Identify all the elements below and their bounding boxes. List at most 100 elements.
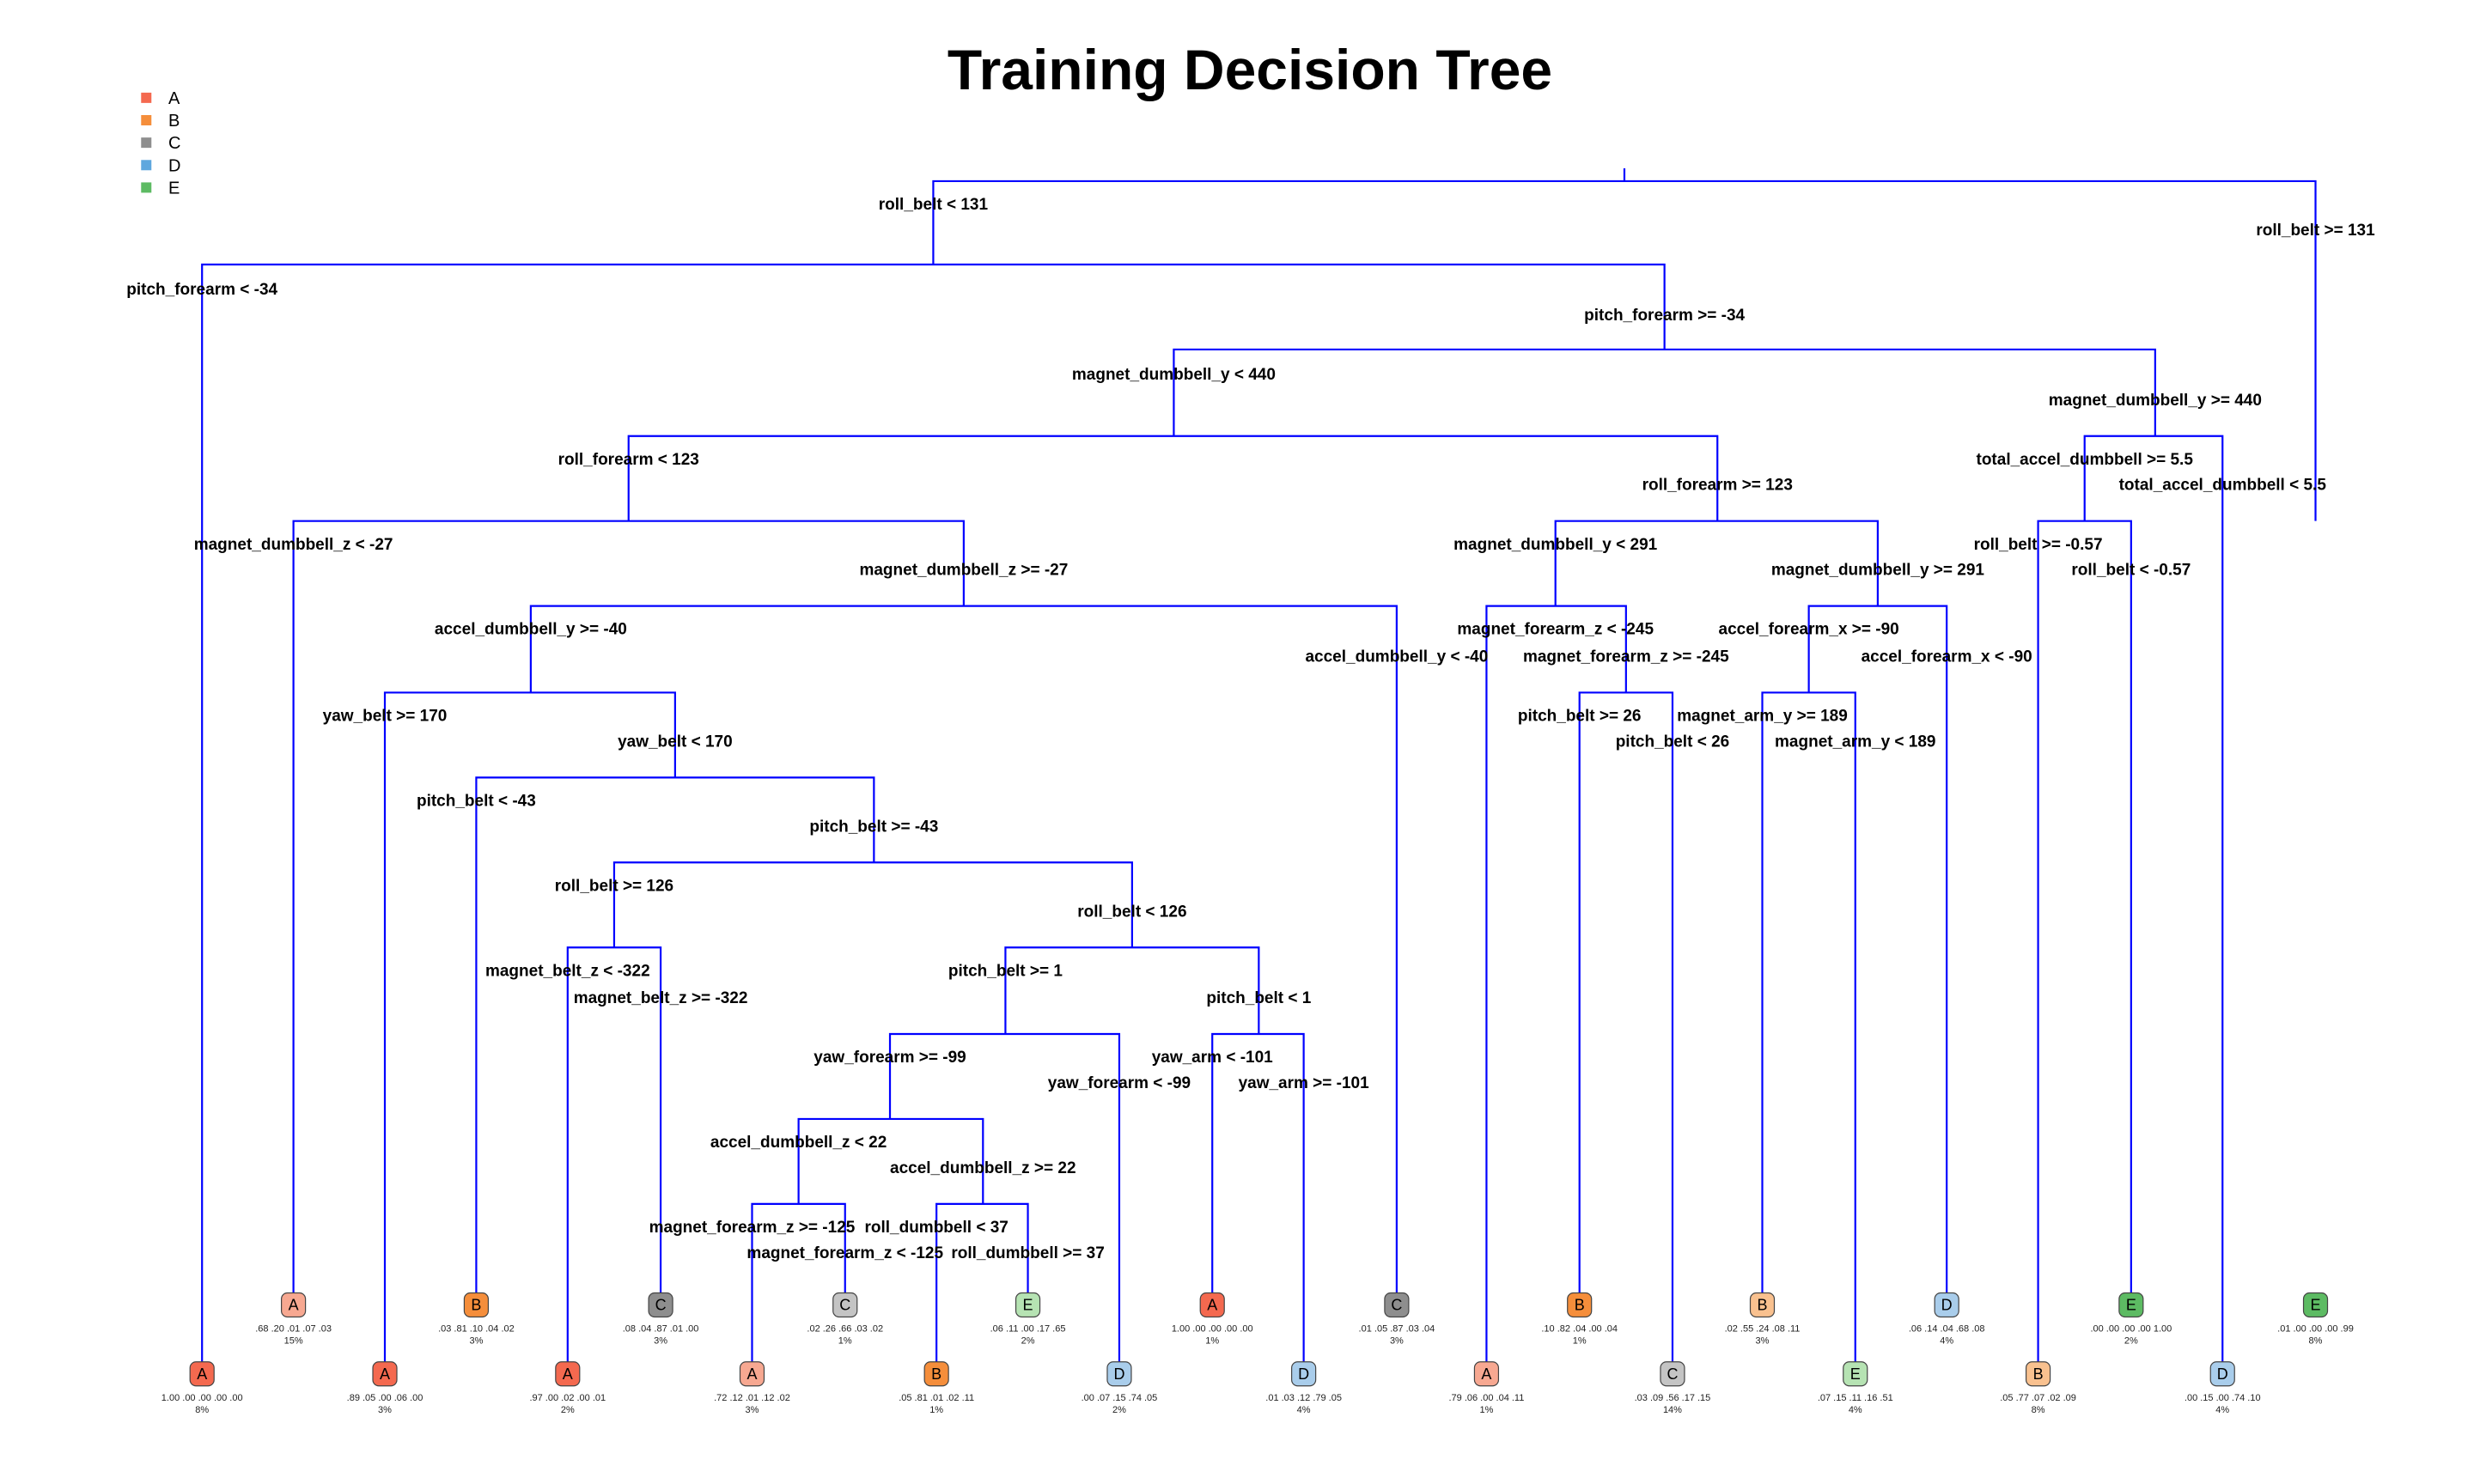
leaf-probabilities: .08 .04 .87 .01 .00 — [623, 1323, 699, 1334]
split-label-5: magnet_dumbbell_y >= 440 — [2049, 392, 2262, 410]
leaf-probabilities: .06 .14 .04 .68 .08 — [1909, 1323, 1985, 1334]
split-label-6: roll_forearm < 123 — [558, 451, 699, 469]
split-label-30: roll_belt >= 126 — [555, 877, 673, 895]
leaf-probabilities: .02 .55 .24 .08 .11 — [1725, 1323, 1801, 1334]
leaf-box — [832, 1292, 858, 1318]
tree-edge-12 — [1578, 691, 1674, 1371]
split-label-39: yaw_arm >= -101 — [1239, 1074, 1370, 1092]
tree-edge-19 — [1211, 1032, 1305, 1371]
leaf-percentage: 1% — [1479, 1405, 1493, 1415]
leaf-class: C — [839, 1296, 850, 1313]
tree-edge-8 — [529, 605, 1398, 1296]
leaf-box — [1934, 1292, 1959, 1318]
split-label-17: accel_dumbbell_y < -40 — [1305, 648, 1488, 666]
split-label-34: pitch_belt >= 1 — [948, 962, 1063, 980]
tree-edge-15 — [612, 861, 1133, 948]
leaf-percentage: 3% — [1756, 1335, 1770, 1346]
leaf-probabilities: .72 .12 .01 .12 .02 — [714, 1393, 790, 1403]
leaf-percentage: 1% — [838, 1335, 852, 1346]
leaf-percentage: 4% — [1940, 1335, 1953, 1346]
split-label-13: magnet_dumbbell_y >= 291 — [1771, 562, 1985, 580]
leaf-node-5: C.08 .04 .87 .01 .003% — [623, 1292, 699, 1346]
tree-edge-10 — [1807, 605, 1948, 1296]
leaf-probabilities: .00 .00 .00 .00 1.00 — [2090, 1323, 2172, 1334]
leaf-node-2: A.89 .05 .00 .06 .003% — [347, 1361, 423, 1415]
leaf-class: D — [1113, 1365, 1124, 1383]
leaf-node-22: D.00 .15 .00 .74 .104% — [2185, 1361, 2261, 1415]
legend-label-e: E — [168, 179, 180, 198]
split-label-38: yaw_arm < -101 — [1152, 1049, 1273, 1067]
tree-edge-2 — [1173, 348, 2156, 436]
leaf-box — [189, 1361, 215, 1387]
legend-label-a: A — [168, 89, 180, 108]
leaf-percentage: 14% — [1663, 1405, 1682, 1415]
split-label-25: pitch_belt < 26 — [1616, 733, 1730, 751]
leaf-probabilities: .01 .00 .00 .00 .99 — [2277, 1323, 2354, 1334]
split-label-40: accel_dumbbell_z < 22 — [710, 1134, 887, 1152]
leaf-box — [923, 1361, 949, 1387]
split-label-12: magnet_dumbbell_y < 291 — [1453, 536, 1657, 554]
leaf-class: D — [2217, 1365, 2228, 1383]
tree-edge-16 — [566, 946, 662, 1371]
split-label-42: magnet_forearm_z >= -125 — [649, 1219, 856, 1237]
split-label-19: magnet_forearm_z >= -245 — [1523, 648, 1729, 666]
split-label-8: total_accel_dumbbell >= 5.5 — [1977, 451, 2194, 469]
split-label-45: roll_dumbbell >= 37 — [951, 1244, 1104, 1262]
legend-swatch-e — [141, 182, 152, 193]
leaf-percentage: 4% — [1849, 1405, 1862, 1415]
legend-swatch-c — [141, 137, 152, 149]
leaf-box — [1106, 1361, 1132, 1387]
leaf-percentage: 3% — [654, 1335, 667, 1346]
leaf-probabilities: .03 .81 .10 .04 .02 — [438, 1323, 515, 1334]
leaf-box — [2209, 1361, 2235, 1387]
tree-edge-7 — [2037, 520, 2132, 1371]
leaf-probabilities: .00 .15 .00 .74 .10 — [2185, 1393, 2261, 1403]
split-label-35: pitch_belt < 1 — [1206, 989, 1311, 1007]
diagram-title: Training Decision Tree — [948, 38, 1552, 101]
split-label-11: magnet_dumbbell_z >= -27 — [859, 562, 1068, 580]
leaf-class: C — [1391, 1296, 1402, 1313]
legend-swatch-a — [141, 92, 152, 103]
leaf-probabilities: 1.00 .00 .00 .00 .00 — [1172, 1323, 1253, 1334]
leaf-box — [1384, 1292, 1410, 1318]
leaf-box — [1843, 1361, 1868, 1387]
leaf-node-21: E.00 .00 .00 .00 1.002% — [2090, 1292, 2172, 1346]
tree-edge-6 — [1554, 520, 1880, 606]
leaf-percentage: 8% — [2309, 1335, 2323, 1346]
leaf-class: B — [471, 1296, 481, 1313]
tree-edge-17 — [1004, 946, 1260, 1035]
split-label-31: roll_belt < 126 — [1077, 903, 1186, 921]
leaf-class: C — [1667, 1365, 1678, 1383]
leaf-node-17: B.02 .55 .24 .08 .113% — [1725, 1292, 1801, 1346]
leaf-node-19: D .06 .14 .04 .68 .084% — [1909, 1292, 1985, 1346]
leaf-box — [1015, 1292, 1041, 1318]
leaf-node-3: B.03 .81 .10 .04 .023% — [438, 1292, 515, 1346]
leaf-percentage: 8% — [195, 1405, 209, 1415]
split-label-4: magnet_dumbbell_y < 440 — [1072, 366, 1276, 384]
leaf-class: B — [1575, 1296, 1585, 1313]
split-label-26: magnet_arm_y >= 189 — [1677, 708, 1848, 726]
split-label-33: magnet_belt_z >= -322 — [574, 989, 748, 1007]
leaf-box — [1660, 1361, 1685, 1387]
leaf-node-20: B.05 .77 .07 .02 .098% — [2000, 1361, 2076, 1415]
leaf-class: A — [1207, 1296, 1217, 1313]
tree-edges — [201, 168, 2317, 1371]
leaf-node-0: A1.00 .00 .00 .00 .008% — [161, 1361, 243, 1415]
leaf-class: D — [1941, 1296, 1953, 1313]
leaf-class: A — [289, 1296, 299, 1313]
leaf-node-13: C.01 .05 .87 .03 .043% — [1359, 1292, 1435, 1346]
split-label-23: yaw_belt < 170 — [618, 733, 733, 751]
leaf-class: A — [563, 1365, 573, 1383]
leaf-node-12: D.01 .03 .12 .79 .054% — [1265, 1361, 1342, 1415]
split-label-24: pitch_belt >= 26 — [1518, 708, 1642, 726]
tree-edge-9 — [1485, 605, 1627, 1371]
split-label-20: accel_forearm_x >= -90 — [1719, 621, 1899, 639]
leaf-class: E — [2311, 1296, 2321, 1313]
leaf-class: E — [1023, 1296, 1033, 1313]
leaf-box — [2302, 1292, 2329, 1318]
leaf-percentage: 2% — [1112, 1405, 1126, 1415]
leaf-node-6: A.72 .12 .01 .12 .023% — [714, 1361, 790, 1415]
